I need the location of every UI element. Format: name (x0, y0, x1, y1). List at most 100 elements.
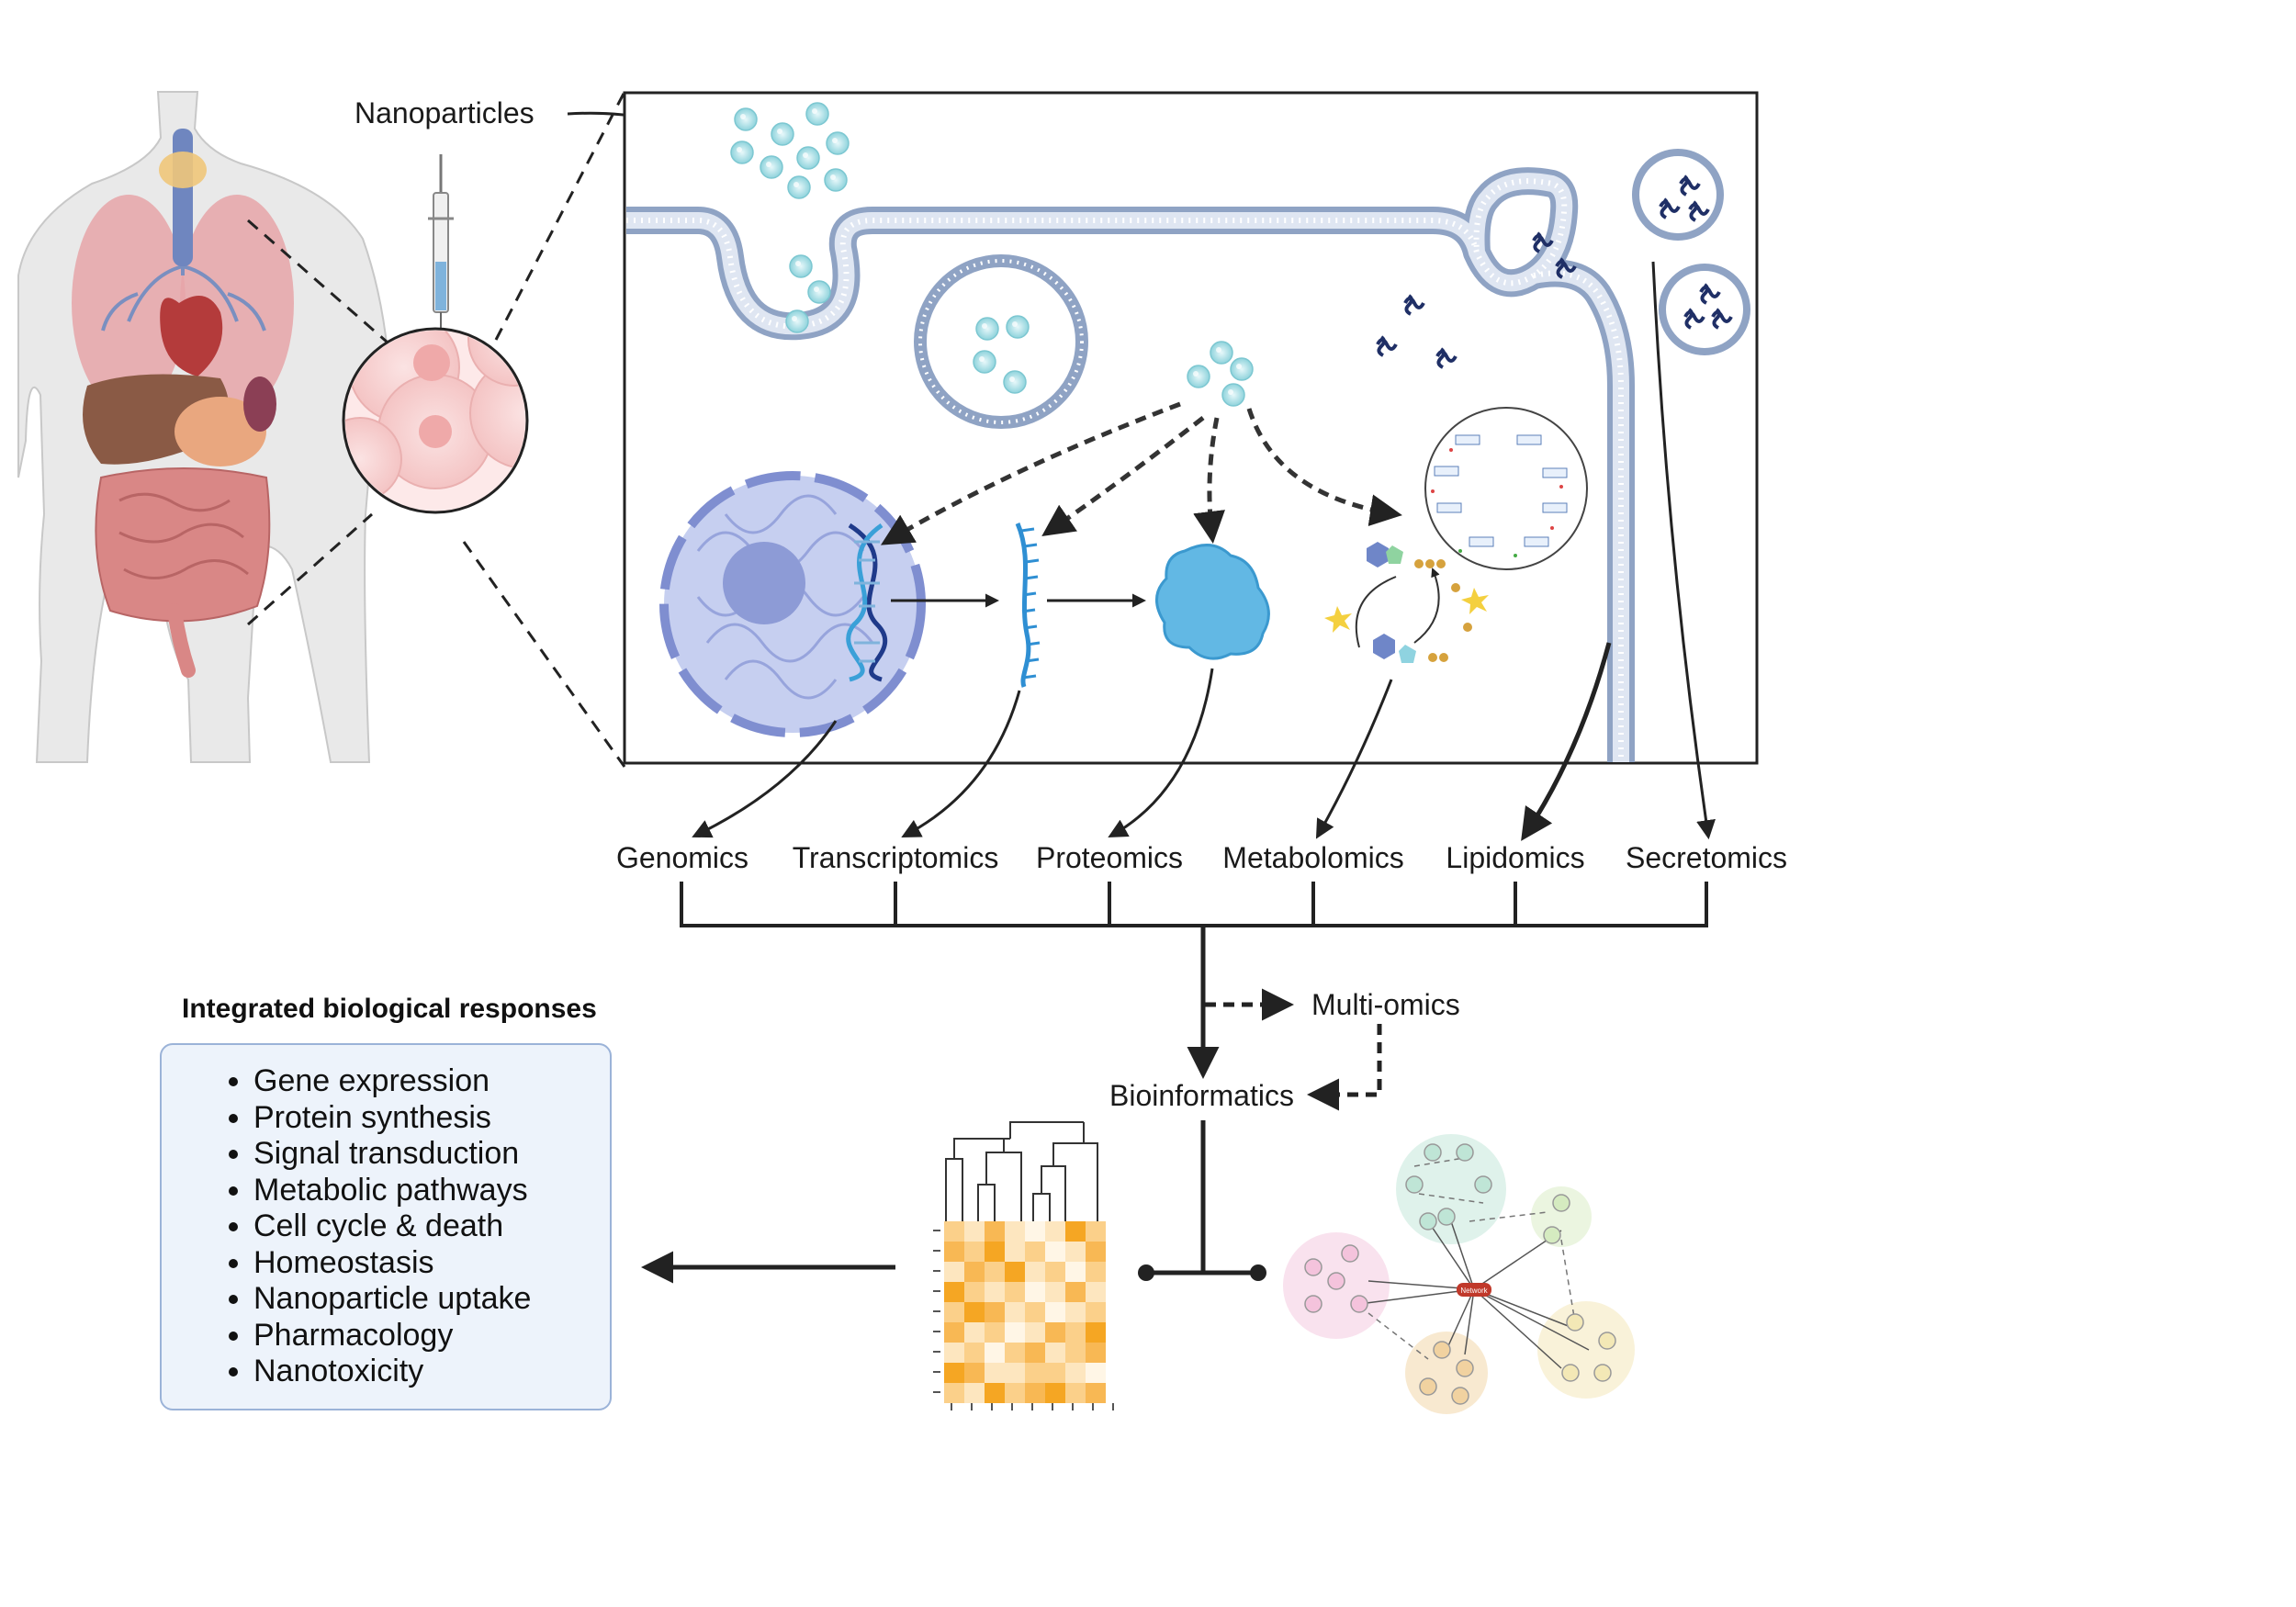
heart (160, 296, 223, 376)
nanoparticles-label: Nanoparticles (355, 96, 535, 129)
network-node (1451, 1387, 1469, 1405)
omics-bracket (680, 882, 1708, 927)
heatmap-cell (985, 1221, 1005, 1242)
nanoparticle (1003, 370, 1027, 394)
heatmap-cell (985, 1302, 1005, 1322)
heatmap-cell (1065, 1343, 1086, 1363)
heatmap-cell (1086, 1221, 1106, 1242)
syringe-icon (428, 154, 454, 335)
secreted-molecule (1699, 283, 1721, 305)
heatmap-cell (964, 1302, 985, 1322)
heatmap-cell (985, 1363, 1005, 1383)
heatmap-cell (1086, 1322, 1106, 1343)
responses-title: Integrated biological responses (182, 994, 597, 1024)
heatmap-cell (1045, 1282, 1065, 1302)
omics-label-metabolomics: Metabolomics (1222, 841, 1404, 874)
omics-label-lipidomics: Lipidomics (1446, 841, 1585, 874)
heatmap-cell (944, 1383, 964, 1403)
omics-label-genomics: Genomics (615, 841, 749, 874)
heatmap-cell (985, 1282, 1005, 1302)
network-node (1474, 1175, 1492, 1194)
nucleolus (723, 542, 805, 624)
heatmap-cell (1045, 1383, 1065, 1403)
omics-label-transcriptomics: Transcriptomics (792, 841, 999, 874)
arrow-transcriptomics (901, 690, 1021, 837)
heatmap-cell (1005, 1363, 1025, 1383)
heatmap-cell (1045, 1221, 1065, 1242)
heatmap-cell (1025, 1262, 1045, 1282)
heatmap-cell (985, 1383, 1005, 1403)
secreted-molecule (1376, 335, 1398, 357)
network-node (1419, 1212, 1437, 1231)
heatmap (944, 1221, 1106, 1403)
nanoparticle (796, 146, 820, 170)
heatmap-cell (964, 1242, 985, 1262)
heatmap-cell (1045, 1322, 1065, 1343)
arrow-proteomics (1108, 668, 1214, 838)
nanoparticle (1006, 315, 1030, 339)
heatmap-cell (1025, 1322, 1045, 1343)
network-node (1552, 1194, 1570, 1212)
arrow-lipidomics (1521, 642, 1612, 841)
intestine-coils (118, 492, 249, 579)
spleen (243, 376, 276, 432)
heatmap-cell (1025, 1282, 1045, 1302)
rna-strand-icon (1015, 523, 1041, 688)
heatmap-cell (1005, 1343, 1025, 1363)
network-node (1327, 1272, 1345, 1290)
nanoparticle (787, 175, 811, 199)
nanoparticle (760, 155, 783, 179)
heatmap-dendrogram (945, 1121, 1098, 1221)
heatmap-cell (1025, 1363, 1045, 1383)
secreted-molecule (1403, 294, 1425, 316)
heatmap-cell (944, 1302, 964, 1322)
heatmap-cell (1065, 1262, 1086, 1282)
trachea (173, 129, 193, 266)
lipid-pathway-icon (1424, 407, 1588, 570)
network-node (1304, 1258, 1322, 1276)
omics-label-proteomics: Proteomics (1035, 841, 1184, 874)
network-node (1437, 1208, 1456, 1226)
metabolite-cycle-icon (1324, 542, 1489, 663)
zoom-lines (247, 91, 626, 768)
heatmap-ticks (933, 1230, 1114, 1410)
heatmap-cell (1025, 1221, 1045, 1242)
endocytic-vesicle (914, 254, 1088, 429)
heatmap-cell (1086, 1343, 1106, 1363)
secreted-molecule (1711, 308, 1733, 330)
heatmap-cell (1005, 1383, 1025, 1403)
heatmap-cell (944, 1343, 964, 1363)
heatmap-cell (1065, 1322, 1086, 1343)
heatmap-cell (1025, 1302, 1045, 1322)
network-node (1566, 1313, 1584, 1332)
heatmap-cell (1086, 1242, 1106, 1262)
secreted-molecule (1688, 200, 1710, 222)
nanoparticle (1230, 357, 1254, 381)
omics-label-secretomics: Secretomics (1625, 841, 1788, 874)
nanoparticle (1210, 341, 1233, 365)
network-graph: Network (1283, 1134, 1635, 1414)
connector-dot-left (1138, 1264, 1154, 1281)
response-item: Metabolic pathways (253, 1173, 610, 1209)
nanoparticle (785, 309, 809, 333)
nanoparticle (973, 350, 996, 374)
network-hub (1457, 1283, 1491, 1297)
multiomics-to-bioinformatics-arrow (1307, 1024, 1382, 1111)
protein-icon (1155, 544, 1270, 660)
heatmap-cell (1065, 1383, 1086, 1403)
heatmap-cell (1005, 1262, 1025, 1282)
heatmap-cell (944, 1282, 964, 1302)
heatmap-cell (1005, 1302, 1025, 1322)
nanoparticle (771, 122, 794, 146)
heatmap-cell (1005, 1282, 1025, 1302)
heatmap-cell (944, 1322, 964, 1343)
heatmap-cell (1045, 1242, 1065, 1262)
secreted-molecule (1435, 347, 1458, 369)
nanoparticle (1187, 365, 1210, 388)
network-nodes (1304, 1143, 1616, 1405)
nanoparticle (824, 168, 848, 192)
nanoparticle-effect-arrows (880, 401, 1402, 545)
network-node (1304, 1295, 1322, 1313)
heatmap-cell (985, 1343, 1005, 1363)
